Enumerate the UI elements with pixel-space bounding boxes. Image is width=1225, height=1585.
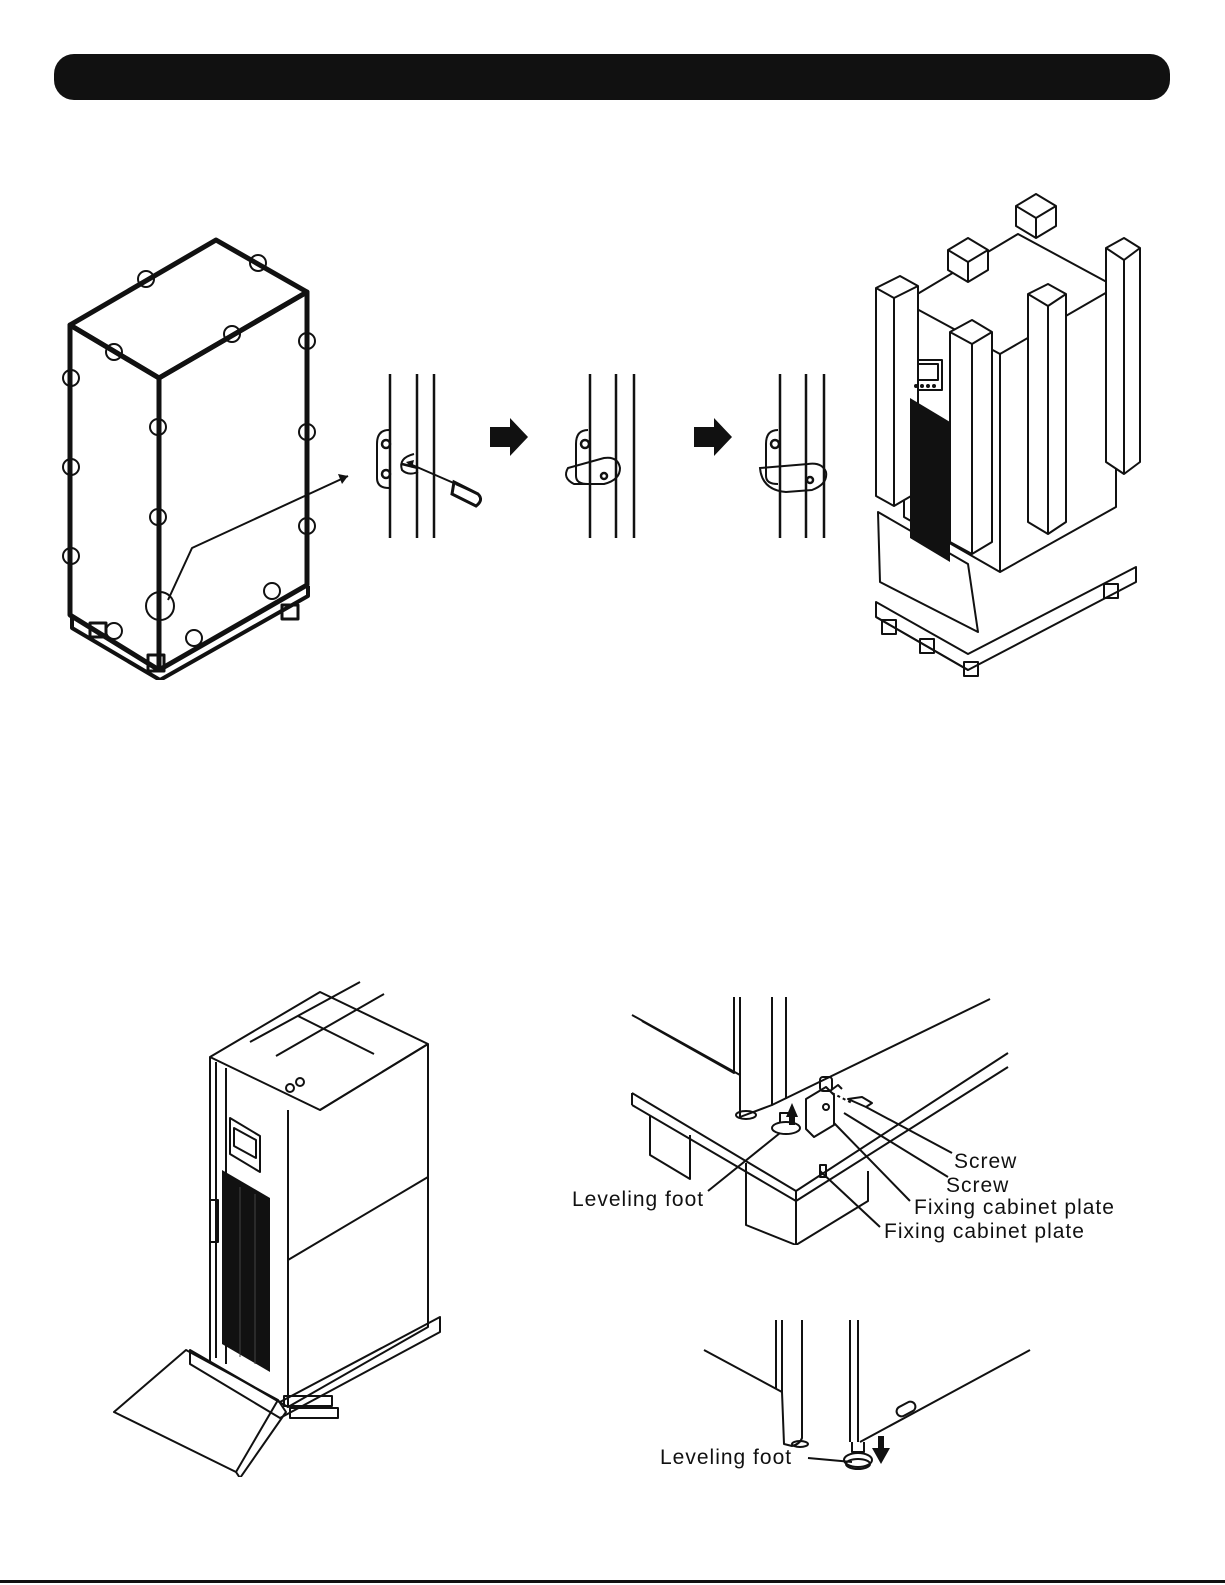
unpacked-cabinet-figure xyxy=(868,192,1148,687)
cabinet-with-ramp-figure xyxy=(110,972,450,1477)
leveling-foot-label-1: Leveling foot xyxy=(572,1188,704,1212)
section-header-bar xyxy=(54,54,1170,100)
clip-step-2-figure xyxy=(560,372,650,542)
clip-step-3-figure xyxy=(750,372,840,542)
page-bottom-rule xyxy=(0,1580,1225,1583)
clip-step-1-figure xyxy=(372,372,517,542)
leveling-foot-label-2: Leveling foot xyxy=(660,1446,792,1470)
right-arrow-icon xyxy=(694,418,734,456)
screw-label-1: Screw xyxy=(954,1150,1017,1174)
fixing-cabinet-plate-label-1: Fixing cabinet plate xyxy=(914,1196,1115,1220)
right-arrow-icon xyxy=(490,418,530,456)
fixing-cabinet-plate-label-2: Fixing cabinet plate xyxy=(884,1220,1085,1244)
crate-figure xyxy=(50,230,370,680)
screw-label-2: Screw xyxy=(946,1174,1009,1198)
